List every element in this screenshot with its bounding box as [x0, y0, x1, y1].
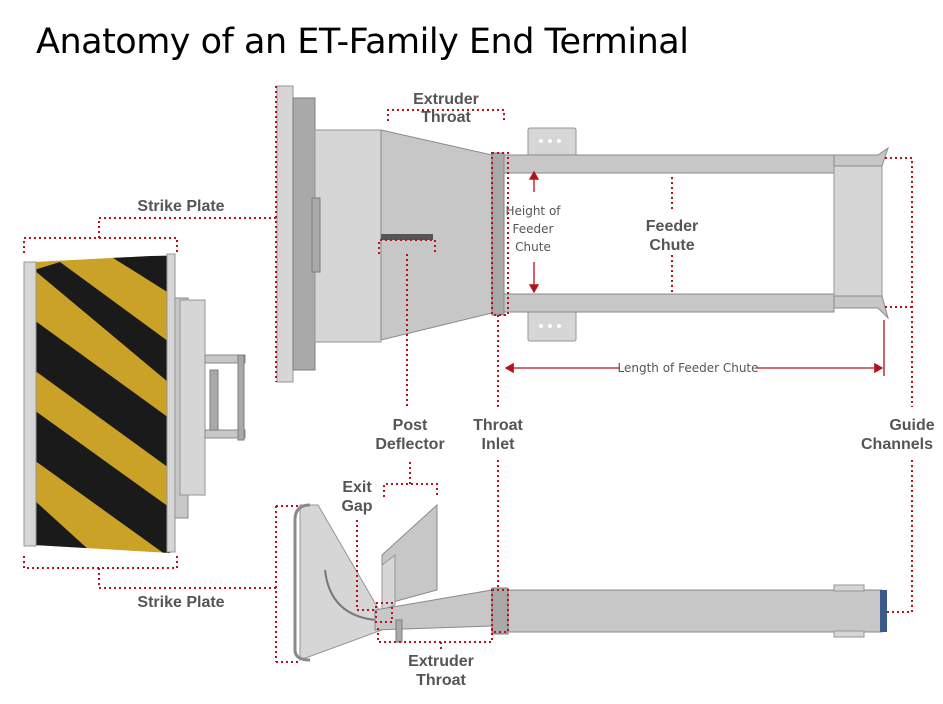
extruder-throat-top-label-2: Throat — [421, 109, 471, 126]
strike-plate-top-label: Strike Plate — [137, 198, 224, 215]
feeder-chute-label: Feeder — [646, 218, 698, 235]
extruder-throat-bottom-label: Extruder — [408, 653, 474, 670]
exit-gap-label-2: Gap — [341, 498, 372, 515]
post-deflector-label: Post — [393, 417, 428, 434]
callout-brackets — [23, 86, 913, 663]
strike-plate-bottom-label: Strike Plate — [137, 594, 224, 611]
post-deflector-plate — [381, 234, 433, 240]
length-of-feeder-chute-label: Length of Feeder Chute — [617, 361, 758, 375]
guide-channels-label-2: Channels — [861, 436, 933, 453]
side-view-assembly — [293, 503, 887, 662]
page-title: Anatomy of an ET-Family End Terminal — [36, 22, 689, 62]
height-of-feeder-chute-label: Height of — [505, 204, 561, 218]
height-of-feeder-chute-label-3: Chute — [515, 240, 551, 254]
exit-gap-label: Exit — [342, 479, 372, 496]
throat-inlet-label: Throat — [473, 417, 523, 434]
extruder-throat-top-label: Extruder — [413, 91, 479, 108]
post-deflector-label-2: Deflector — [375, 436, 444, 453]
height-of-feeder-chute-label-2: Feeder — [513, 222, 554, 236]
strike-plate-assembly — [23, 253, 246, 553]
throat-inlet-label-2: Inlet — [482, 436, 516, 453]
length-dimension — [504, 320, 885, 376]
top-view-assembly — [276, 85, 889, 383]
feeder-chute-label-2: Chute — [649, 237, 694, 254]
guide-channels-label: Guide — [889, 417, 934, 434]
extruder-throat-bottom-label-2: Throat — [416, 672, 466, 689]
